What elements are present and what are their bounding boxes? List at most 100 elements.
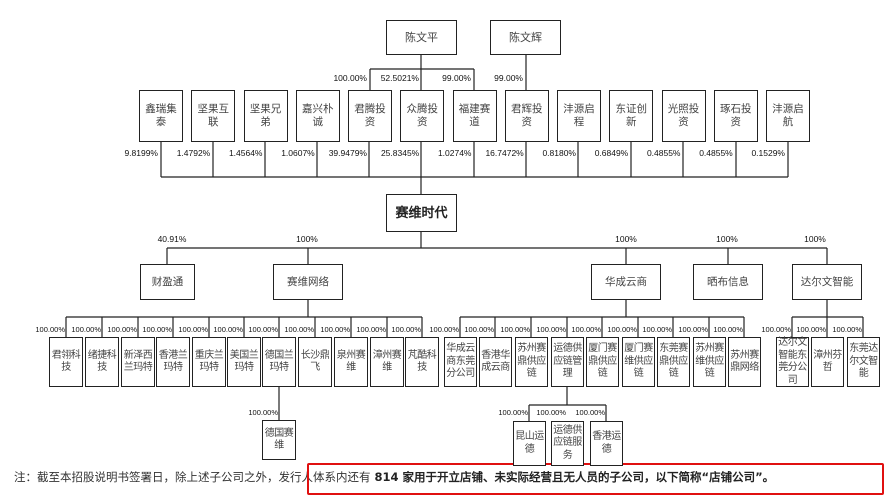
subsidiary-child-box: 德国赛维 [262, 420, 296, 460]
pct-label: 100.00% [391, 325, 421, 334]
shareholder-box: 君腾投资 [348, 90, 392, 142]
pct-label: 100.00% [713, 325, 743, 334]
subsidiary-child-box: 漳州赛维 [370, 337, 404, 387]
subsidiary-child-box: 长沙鼎飞 [298, 337, 332, 387]
footnote-prefix: 注：截至本招股说明书签署日，除上述子公司之外， [14, 470, 279, 484]
subsidiary-child-box: 德国兰玛特 [262, 337, 296, 387]
pct-label: 1.4564% [228, 148, 263, 158]
shareholder-box: 福建赛道 [452, 90, 497, 142]
pct-label: 100% [804, 234, 826, 244]
pct-label: 100.00% [107, 325, 137, 334]
pct-label: 100.00% [333, 73, 367, 83]
pct-label: 100.00% [642, 325, 672, 334]
subsidiary-child-box: 昆山运德 [513, 421, 546, 466]
pct-label: 100.00% [35, 325, 65, 334]
pct-label: 100% [296, 234, 318, 244]
pct-label: 0.1529% [751, 148, 785, 158]
subsidiary-child-box: 苏州赛维供应链 [693, 337, 726, 387]
pct-label: 100.00% [575, 408, 605, 417]
pct-label: 100.00% [498, 408, 528, 417]
pct-label: 16.7472% [485, 148, 524, 158]
pct-label: 1.4792% [176, 148, 211, 158]
company-saiwei-shidai: 赛维时代 [386, 194, 457, 232]
pct-label: 52.5021% [380, 73, 419, 83]
pct-label: 100.00% [248, 325, 278, 334]
shareholder-box: 沣源启程 [557, 90, 601, 142]
subsidiary-child-box: 泉州赛维 [334, 337, 368, 387]
pct-label: 100.00% [607, 325, 637, 334]
subsidiary-child-box: 君翎科技 [49, 337, 83, 387]
subsidiary-box: 晒布信息 [693, 264, 763, 300]
pct-label: 100.00% [464, 325, 494, 334]
shareholder-box: 坚果兄弟 [243, 90, 288, 142]
subsidiary-child-box: 东莞赛鼎供应链 [657, 337, 690, 387]
pct-label: 100.00% [142, 325, 172, 334]
shareholder-box: 坚果互联 [191, 90, 236, 142]
pct-label: 100.00% [284, 325, 314, 334]
footnote-bold: 814 家用于开立店铺、未实际经营且无人员的子公司，以下简称“店铺公司”。 [370, 470, 775, 484]
pct-label: 0.4855% [646, 148, 681, 158]
pct-label: 100.00% [500, 325, 530, 334]
controller-chen-wenhui: 陈文辉 [490, 20, 561, 55]
pct-label: 100.00% [536, 408, 566, 417]
shareholder-box: 鑫瑞集泰 [139, 90, 183, 142]
shareholder-box: 东证创新 [609, 90, 654, 142]
subsidiary-child-box: 重庆兰玛特 [192, 337, 226, 387]
pct-label: 100.00% [761, 325, 791, 334]
pct-label: 100% [716, 234, 738, 244]
subsidiary-box: 华成云商 [591, 264, 661, 300]
controller-chen-wenping: 陈文平 [386, 20, 457, 55]
pct-label: 100.00% [248, 408, 278, 417]
subsidiary-box: 赛维网络 [273, 264, 343, 300]
pct-label: 40.91% [157, 234, 187, 244]
footnote-normal: 发行人体系内还有 [278, 470, 371, 484]
pct-label: 100.00% [678, 325, 708, 334]
pct-label: 39.9479% [328, 148, 367, 158]
subsidiary-child-box: 厦门赛鼎供应链 [586, 337, 619, 387]
pct-label: 9.8199% [124, 148, 158, 158]
subsidiary-box: 达尔文智能 [792, 264, 862, 300]
subsidiary-box: 财盈通 [140, 264, 195, 300]
pct-label: 99.00% [442, 73, 471, 83]
subsidiary-child-box: 东莞达尔文智能 [847, 337, 880, 387]
subsidiary-child-box: 达尔文智能东莞分公司 [776, 337, 809, 387]
pct-label: 100.00% [71, 325, 101, 334]
pct-label: 0.4855% [699, 148, 733, 158]
subsidiary-child-box: 华成云商东莞分公司 [444, 337, 477, 387]
pct-label: 100.00% [536, 325, 566, 334]
subsidiary-child-box: 新泽西兰玛特 [121, 337, 155, 387]
shareholder-box: 光照投资 [661, 90, 706, 142]
subsidiary-child-box: 绪捷科技 [85, 337, 119, 387]
pct-label: 100.00% [178, 325, 208, 334]
subsidiary-child-box: 运德供应链服务 [551, 421, 584, 466]
pct-label: 100.00% [213, 325, 243, 334]
pct-label: 100.00% [356, 325, 386, 334]
pct-label: 99.00% [494, 73, 523, 83]
pct-label: 100.00% [832, 325, 862, 334]
subsidiary-child-box: 香港华成云商 [479, 337, 512, 387]
subsidiary-child-box: 厦门赛维供应链 [622, 337, 655, 387]
subsidiary-child-box: 漳州芬哲 [811, 337, 844, 387]
shareholder-box: 君辉投资 [504, 90, 549, 142]
subsidiary-child-box: 香港运德 [590, 421, 623, 466]
subsidiary-child-box: 美国兰玛特 [227, 337, 261, 387]
pct-label: 0.6849% [594, 148, 629, 158]
pct-label: 100.00% [320, 325, 350, 334]
pct-label: 0.8180% [542, 148, 576, 158]
footnote: 注：截至本招股说明书签署日，除上述子公司之外，发行人体系内还有 814 家用于开… [14, 469, 774, 485]
subsidiary-child-box: 苏州赛鼎网络 [728, 337, 761, 387]
pct-label: 100% [615, 234, 637, 244]
pct-label: 1.0274% [437, 148, 472, 158]
subsidiary-child-box: 运德供应链管理 [551, 337, 584, 387]
highlight-box [307, 463, 884, 495]
subsidiary-child-box: 芃酷科技 [405, 337, 439, 387]
pct-label: 100.00% [571, 325, 601, 334]
shareholder-box: 沣源启航 [766, 90, 810, 142]
pct-label: 25.8345% [380, 148, 420, 158]
shareholder-box: 琢石投资 [713, 90, 758, 142]
pct-label: 100.00% [796, 325, 826, 334]
shareholder-box: 嘉兴朴诚 [295, 90, 340, 142]
pct-label: 1.0607% [281, 148, 315, 158]
